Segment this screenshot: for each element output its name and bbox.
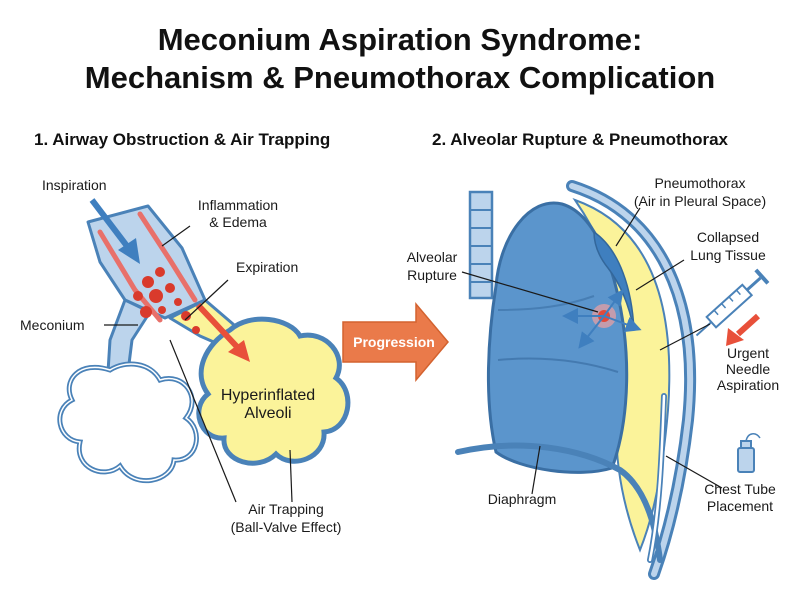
label-hyperinflated-1: Hyperinflated bbox=[221, 387, 315, 404]
label-hyperinflated-2: Alveoli bbox=[244, 405, 291, 422]
chest-tube-container-icon bbox=[737, 433, 761, 473]
trachea bbox=[468, 190, 494, 300]
panel-1-illustration: Inspiration Inflammation & Edema Expirat… bbox=[20, 177, 351, 535]
progression-arrow: Progression bbox=[342, 301, 449, 383]
label-air-trapping-1: Air Trapping bbox=[248, 501, 323, 517]
expiration-arrow-icon bbox=[184, 279, 250, 362]
air-leak-arrows bbox=[562, 289, 642, 349]
page-title-line-1: Meconium Aspiration Syndrome: bbox=[157, 22, 643, 57]
meconium-particles bbox=[133, 267, 200, 334]
label-inflammation-1: Inflammation bbox=[198, 197, 278, 213]
panel-1-heading: 1. Airway Obstruction & Air Trapping bbox=[34, 130, 331, 149]
label-collapsed-1: Collapsed bbox=[697, 229, 759, 245]
collapsed-lung-tissue bbox=[593, 230, 635, 331]
label-chest-tube-2: Placement bbox=[707, 498, 773, 514]
label-inspiration: Inspiration bbox=[42, 177, 107, 193]
label-rupture-2: Rupture bbox=[407, 267, 457, 283]
label-air-trapping-2: (Ball-Valve Effect) bbox=[231, 519, 342, 535]
label-rupture-1: Alveolar bbox=[407, 249, 458, 265]
label-diaphragm: Diaphragm bbox=[488, 491, 556, 507]
label-urgent-1: Urgent bbox=[727, 345, 769, 361]
panel-2-heading: 2. Alveolar Rupture & Pneumothorax bbox=[432, 130, 728, 149]
chest-tube bbox=[647, 393, 667, 563]
needle-direction-arrow-icon bbox=[726, 313, 761, 346]
label-collapsed-2: Lung Tissue bbox=[690, 247, 766, 263]
label-urgent-3: Aspiration bbox=[717, 377, 779, 393]
label-chest-tube-1: Chest Tube bbox=[704, 481, 776, 497]
bronchus bbox=[86, 204, 207, 323]
label-pneumothorax-2: (Air in Pleural Space) bbox=[634, 193, 766, 209]
inspiration-arrow-icon bbox=[89, 198, 140, 264]
label-urgent-2: Needle bbox=[726, 361, 771, 377]
panel-2-illustration: Pneumothorax (Air in Pleural Space) Coll… bbox=[407, 175, 779, 580]
label-pneumothorax-1: Pneumothorax bbox=[654, 175, 745, 191]
diaphragm bbox=[455, 442, 663, 563]
collapsed-alveoli bbox=[57, 361, 199, 484]
syringe-icon bbox=[695, 268, 770, 337]
label-meconium: Meconium bbox=[20, 317, 85, 333]
label-inflammation-2: & Edema bbox=[209, 214, 267, 230]
page-title-line-2: Mechanism & Pneumothorax Complication bbox=[84, 60, 716, 95]
lung bbox=[486, 201, 629, 474]
label-expiration: Expiration bbox=[236, 259, 298, 275]
progression-label: Progression bbox=[353, 334, 435, 350]
